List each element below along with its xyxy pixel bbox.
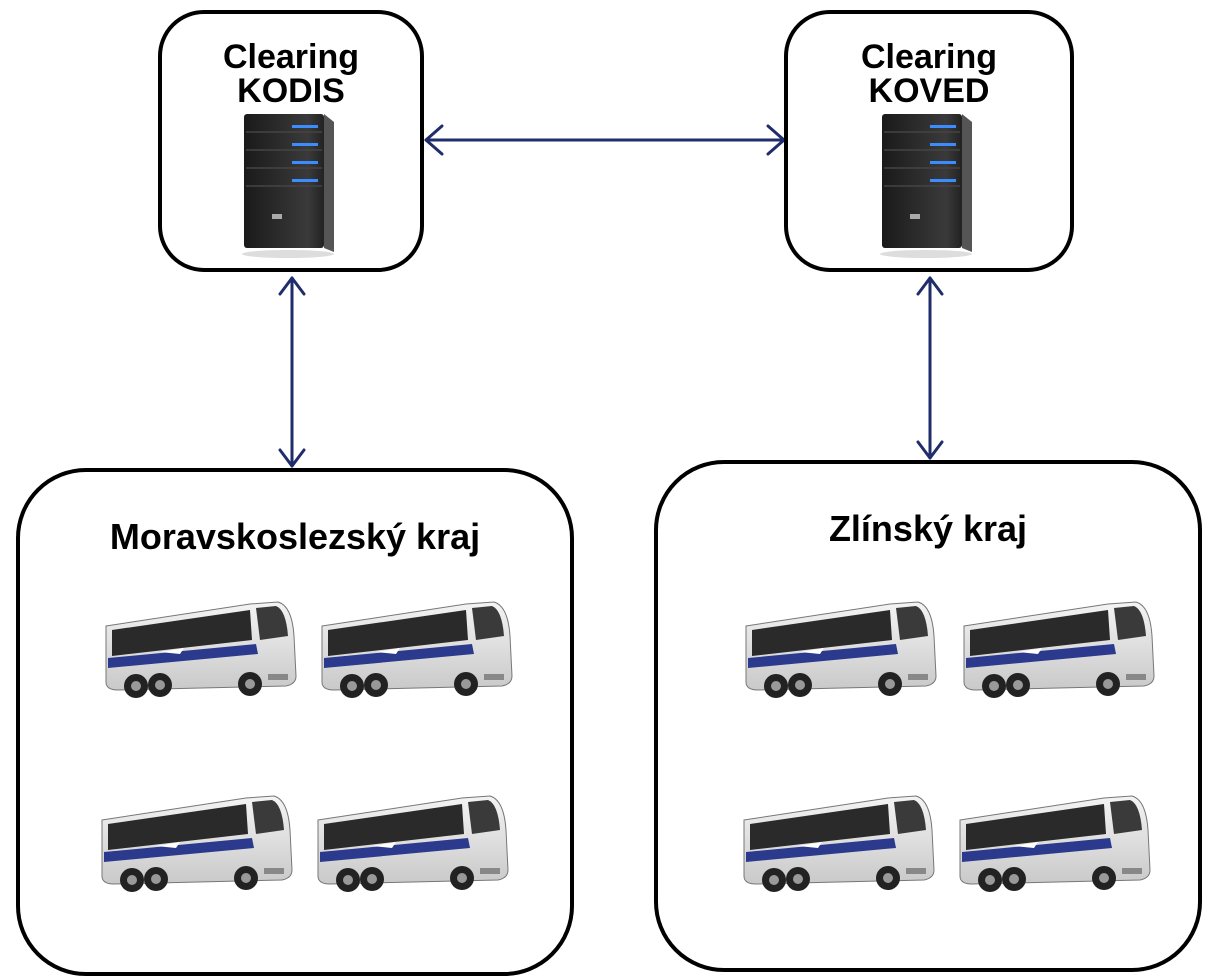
bus-icon	[321, 601, 513, 698]
server-icon	[880, 114, 972, 258]
bus-icon	[317, 795, 509, 892]
server-box-koved: Clearing KOVED	[784, 10, 1074, 272]
bus-icon	[959, 795, 1151, 892]
server-title-line2: KODIS	[237, 72, 345, 110]
server-box-kodis: Clearing KODIS	[158, 10, 424, 272]
arrow-kodis-msk	[278, 276, 306, 468]
region-box-msk: Moravskoslezský kraj	[16, 468, 574, 976]
server-title-kodis: Clearing KODIS	[162, 40, 420, 108]
server-icon	[242, 114, 334, 258]
bus-icon	[963, 601, 1155, 698]
bus-icon	[745, 601, 937, 698]
region-title: Zlínský kraj	[828, 508, 1028, 549]
arrow-koved-zlin	[916, 276, 944, 460]
server-title-koved: Clearing KOVED	[788, 40, 1070, 108]
server-title-line1: Clearing	[860, 38, 998, 76]
region-title: Moravskoslezský kraj	[109, 516, 481, 557]
bus-icon	[101, 795, 293, 892]
bus-icon	[105, 601, 297, 698]
server-title-line1: Clearing	[222, 38, 360, 76]
server-title-line2: KOVED	[868, 72, 990, 110]
arrow-kodis-koved	[424, 124, 786, 156]
bus-icon	[743, 795, 935, 892]
